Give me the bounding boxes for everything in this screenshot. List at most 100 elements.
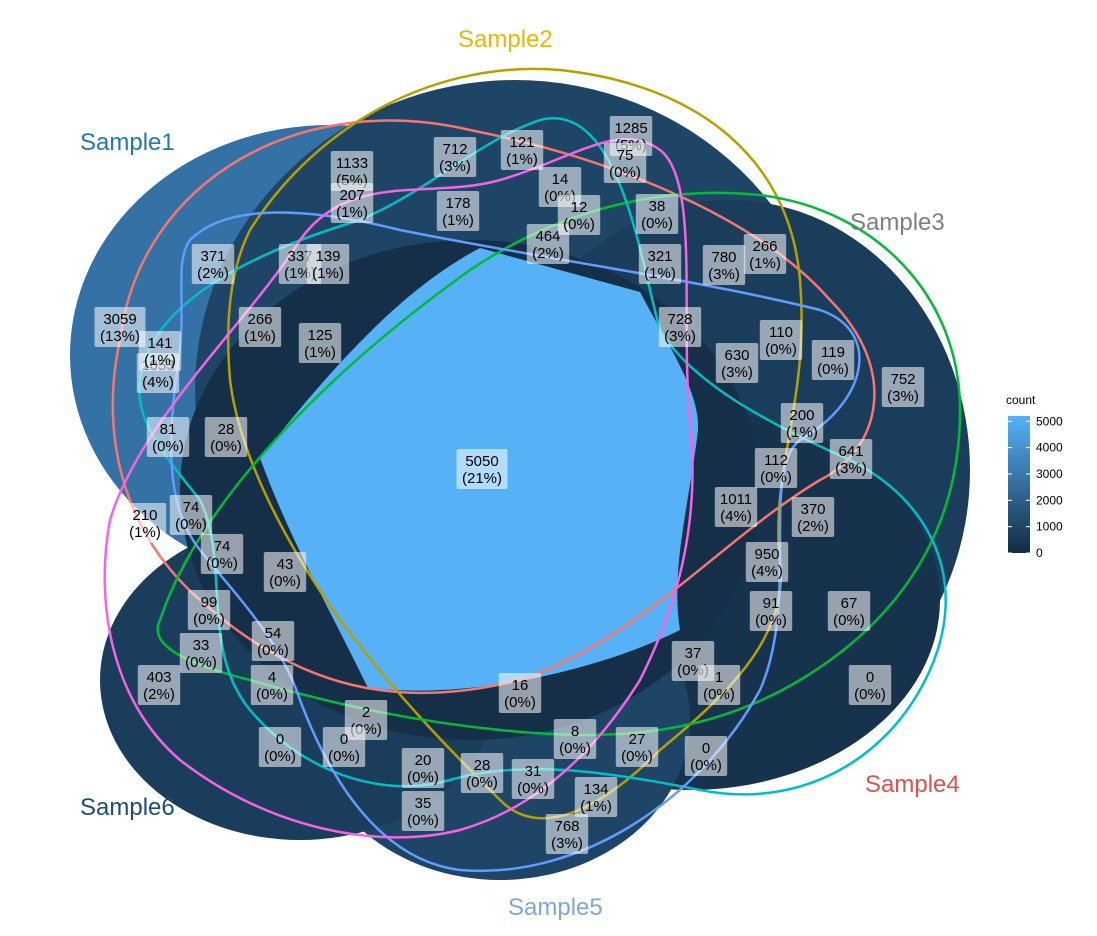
region-count: 403 [146,669,171,686]
legend-tick-label: 2000 [1036,493,1063,507]
region-percent: (4%) [720,508,752,525]
region-count: 37 [685,645,702,662]
region-label: 403(2%) [137,665,181,705]
region-percent: (1%) [312,265,344,282]
region-count: 141 [147,335,172,352]
region-count: 5050 [465,453,498,470]
region-label-bg [603,143,647,183]
region-label-bg [635,194,679,234]
region-percent: (21%) [462,470,502,487]
region-count: 1 [715,669,723,686]
region-label-bg [745,542,789,582]
region-percent: (1%) [336,204,368,221]
region-percent: (0%) [466,774,498,791]
region-count: 768 [554,818,579,835]
region-count: 20 [415,752,432,769]
region-label: 74(0%) [169,495,213,535]
region-label: 27(0%) [615,727,659,767]
region-label: 35(0%) [401,791,445,831]
region-percent: (1%) [144,352,176,369]
region-count: 74 [214,538,231,555]
region-percent: (0%) [755,612,787,629]
region-count: 125 [307,327,332,344]
region-percent: (1%) [129,524,161,541]
region-count: 99 [201,594,218,611]
region-label-bg [238,307,282,347]
region-count: 370 [800,501,825,518]
region-percent: (0%) [185,654,217,671]
region-count: 33 [193,637,210,654]
region-count: 67 [841,595,858,612]
set-label-sample5: Sample5 [508,894,603,921]
region-count: 0 [276,731,284,748]
region-label: 4(0%) [250,665,294,705]
region-percent: (0%) [175,516,207,533]
region-label: 74(0%) [200,534,244,574]
region-count: 712 [442,141,467,158]
region-label-bg [791,497,835,537]
region-percent: (0%) [257,642,289,659]
region-label: 121(1%) [500,130,544,170]
region-percent: (3%) [708,266,740,283]
region-percent: (1%) [304,344,336,361]
region-label-bg [780,403,824,443]
region-label-bg [138,331,182,371]
region-percent: (0%) [407,812,439,829]
region-label-bg [848,665,892,705]
region-percent: (0%) [152,438,184,455]
region-labels: 5050(21%)3059(13%)1285(5%)1133(5%)1053(4… [94,116,925,854]
region-label-bg [251,621,295,661]
region-percent: (0%) [559,740,591,757]
region-percent: (3%) [835,460,867,477]
legend-tick-label: 3000 [1036,467,1063,481]
region-percent: (0%) [563,216,595,233]
region-percent: (2%) [197,265,229,282]
region-label-bg [702,245,746,285]
region-count: 337 [287,248,312,265]
region-label: 0(0%) [258,727,302,767]
set-label-sample2: Sample2 [458,26,553,53]
region-percent: (0%) [407,769,439,786]
region-percent: (0%) [621,748,653,765]
region-label-bg [263,552,307,592]
region-count: 27 [629,731,646,748]
region-label: 91(0%) [749,591,793,631]
region-percent: (0%) [609,164,641,181]
region-count: 119 [821,344,845,361]
legend-tick-label: 0 [1036,546,1043,560]
region-label: 99(0%) [187,590,231,630]
region-label: 141(1%) [138,331,182,371]
region-count: 139 [315,248,340,265]
region-label: 28(0%) [204,417,248,457]
region-label-bg [330,151,374,191]
region-count: 75 [617,147,634,164]
region-count: 54 [265,625,282,642]
region-label-bg [553,719,597,759]
region-percent: (0%) [854,686,886,703]
region-label-bg [191,244,235,284]
region-count: 16 [512,677,529,694]
legend-tick-label: 1000 [1036,520,1063,534]
region-label: 20(0%) [401,748,445,788]
region-count: 210 [132,507,157,524]
region-label: 0(0%) [848,665,892,705]
region-count: 121 [509,134,534,151]
region-label-bg [460,753,504,793]
region-count: 38 [649,198,666,215]
region-label: 207(1%) [330,183,374,223]
region-label-bg [498,673,542,713]
region-label: 768(3%) [545,814,589,854]
region-count: 81 [160,421,177,438]
region-percent: (0%) [256,686,288,703]
region-label: 266(1%) [238,307,282,347]
region-label-bg [258,727,302,767]
region-label: 38(0%) [635,194,679,234]
region-count: 28 [474,757,491,774]
region-percent: (2%) [143,686,175,703]
region-label: 112(0%) [754,448,798,488]
region-label-bg [829,439,873,479]
region-label: 54(0%) [251,621,295,661]
region-label: 110(0%) [759,320,803,360]
region-count: 2 [362,704,370,721]
region-percent: (0%) [269,573,301,590]
